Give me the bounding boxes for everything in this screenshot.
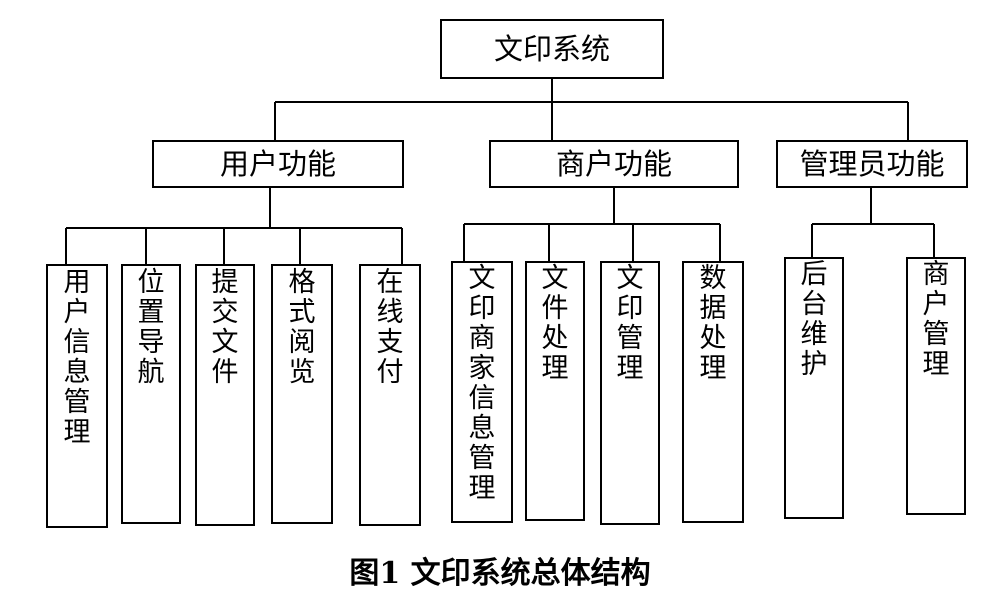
leaf-node-submit-file: 提交文件: [195, 264, 255, 526]
leaf-node-merchant-management: 商户管理: [906, 257, 966, 515]
leaf-node-online-payment: 在线支付: [359, 264, 421, 526]
leaf-node-format-preview: 格式阅览: [271, 264, 333, 524]
leaf-label: 在线支付: [377, 267, 404, 388]
category-node-merchant: 商户功能: [489, 140, 739, 188]
leaf-label: 数据处理: [700, 263, 727, 384]
category-label-user: 用户功能: [220, 147, 336, 181]
leaf-node-merchant-info: 文印商家信息管理: [451, 261, 513, 523]
category-node-admin: 管理员功能: [776, 140, 968, 188]
leaf-label: 后台维护: [801, 259, 828, 380]
leaf-node-data-processing: 数据处理: [682, 261, 744, 523]
leaf-node-print-management: 文印管理: [600, 261, 660, 525]
leaf-label: 文印管理: [617, 263, 644, 384]
leaf-node-location-nav: 位置导航: [121, 264, 181, 524]
leaf-node-backend-maintenance: 后台维护: [784, 257, 844, 519]
connector-lines: [65, 78, 935, 265]
leaf-node-file-processing: 文件处理: [525, 261, 585, 521]
category-node-user: 用户功能: [152, 140, 404, 188]
root-node: 文印系统: [440, 19, 664, 79]
category-label-merchant: 商户功能: [556, 147, 672, 181]
leaf-label: 格式阅览: [289, 267, 316, 388]
leaf-label: 商户管理: [923, 259, 950, 380]
leaf-label: 提交文件: [212, 267, 239, 388]
category-label-admin: 管理员功能: [799, 147, 944, 181]
leaf-label: 用户信息管理: [64, 267, 91, 448]
root-label: 文印系统: [494, 32, 610, 66]
leaf-label: 位置导航: [138, 267, 165, 388]
leaf-node-user-info: 用户信息管理: [46, 264, 108, 528]
leaf-label: 文件处理: [542, 263, 569, 384]
leaf-label: 文印商家信息管理: [469, 263, 496, 504]
figure-caption: 图1 文印系统总体结构: [349, 556, 650, 591]
